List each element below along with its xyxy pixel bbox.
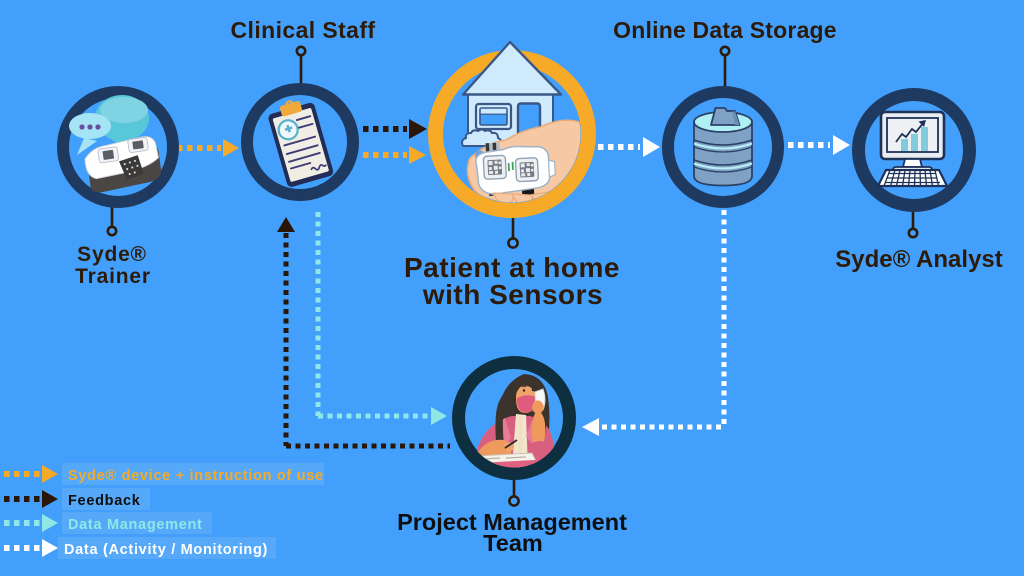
svg-text:Clinical Staff: Clinical Staff bbox=[231, 17, 376, 43]
svg-text:Data (Activity / Monitoring): Data (Activity / Monitoring) bbox=[64, 542, 268, 558]
svg-text:Online Data Storage: Online Data Storage bbox=[613, 17, 837, 43]
svg-text:Team: Team bbox=[483, 530, 543, 556]
svg-text:Syde®: Syde® bbox=[77, 243, 147, 266]
svg-text:Data Management: Data Management bbox=[68, 517, 203, 533]
svg-text:Feedback: Feedback bbox=[68, 493, 141, 509]
svg-text:Syde® device + instruction of: Syde® device + instruction of use bbox=[68, 468, 324, 484]
svg-text:Syde® Analyst: Syde® Analyst bbox=[835, 246, 1003, 273]
svg-text:with Sensors: with Sensors bbox=[422, 279, 603, 310]
svg-text:Project Management: Project Management bbox=[397, 509, 627, 535]
svg-text:Trainer: Trainer bbox=[75, 265, 151, 288]
svg-text:Patient at home: Patient at home bbox=[404, 252, 620, 283]
